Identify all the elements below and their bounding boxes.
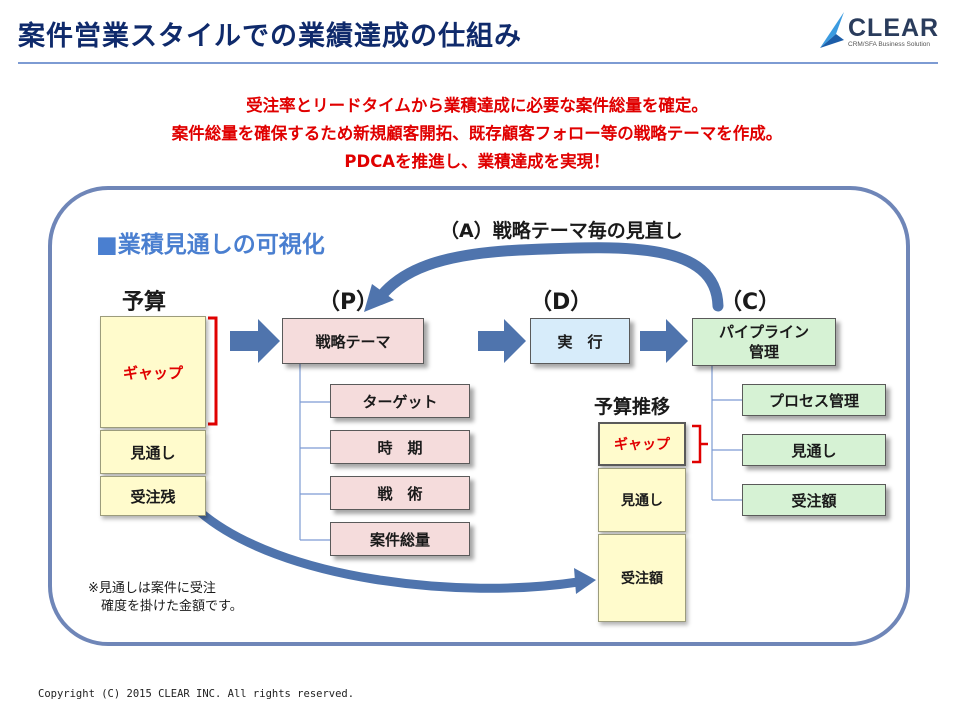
transition-gap-box: ギャップ <box>598 422 686 466</box>
logo-tagline: CRM/SFA Business Solution <box>848 41 931 48</box>
cycle-review-label: （A）戦略テーマ毎の見直し <box>440 220 683 242</box>
budget-label: 予算 <box>122 290 167 315</box>
do-label: （D） <box>530 290 593 315</box>
plan-item-tactics: 戦 術 <box>330 476 470 510</box>
forecast-note: ※見通しは案件に受注 確度を掛けた金額です。 <box>88 581 243 614</box>
pipeline-management-box: パイプライン 管理 <box>692 318 836 366</box>
section-title: ■業積見通しの可視化 <box>96 232 325 258</box>
page-title: 案件営業スタイルでの業績達成の仕組み <box>18 21 522 52</box>
headline-line-3: PDCAを推進し、業積達成を実現！ <box>344 152 610 171</box>
check-item-forecast: 見通し <box>742 434 886 466</box>
diagram-panel <box>48 186 910 646</box>
plan-label: （P） <box>318 290 379 315</box>
check-item-order-amount: 受注額 <box>742 484 886 516</box>
logo-wordmark: CLEAR <box>848 14 940 42</box>
arrow-plan-to-do <box>478 319 526 363</box>
arrow-budget-to-plan <box>230 319 280 363</box>
budget-remaining-box: 受注残 <box>100 476 206 516</box>
title-divider <box>18 62 938 64</box>
arrow-do-to-check <box>640 319 688 363</box>
budget-gap-bracket <box>208 316 218 426</box>
budget-gap-text: ギャップ <box>122 363 183 382</box>
plan-item-timing: 時 期 <box>330 430 470 464</box>
execution-box: 実 行 <box>530 318 630 364</box>
clear-logo-mark-icon <box>820 12 844 48</box>
transition-orders-box: 受注額 <box>598 534 686 622</box>
budget-gap-box: ギャップ <box>100 316 206 428</box>
review-cycle-arrowhead <box>364 284 394 312</box>
strategy-theme-box: 戦略テーマ <box>282 318 424 364</box>
remaining-to-transition-arrow <box>195 507 583 593</box>
transition-gap-bracket <box>692 424 702 464</box>
clear-logo <box>814 10 938 56</box>
plan-item-target: ターゲット <box>330 384 470 418</box>
budget-forecast-box: 見通し <box>100 430 206 474</box>
review-cycle-arrow <box>372 242 724 312</box>
copyright: Copyright (C) 2015 CLEAR INC. All rights… <box>38 688 355 700</box>
check-label: （C） <box>720 290 781 315</box>
headline-line-1: 受注率とリードタイムから業積達成に必要な案件総量を確定。 <box>246 96 708 115</box>
budget-transition-label: 予算推移 <box>594 396 671 418</box>
pipeline-management-line-2: 管理 <box>748 343 779 361</box>
plan-item-deal-volume: 案件総量 <box>330 522 470 556</box>
transition-gap-text: ギャップ <box>614 437 670 453</box>
remaining-to-transition-arrowhead <box>574 568 596 594</box>
transition-forecast-box: 見通し <box>598 468 686 532</box>
headline-line-2: 案件総量を確保するため新規顧客開拓、既存顧客フォロー等の戦略テーマを作成。 <box>171 124 783 143</box>
pipeline-management-line-1: パイプライン <box>718 323 809 341</box>
check-item-process-management: プロセス管理 <box>742 384 886 416</box>
